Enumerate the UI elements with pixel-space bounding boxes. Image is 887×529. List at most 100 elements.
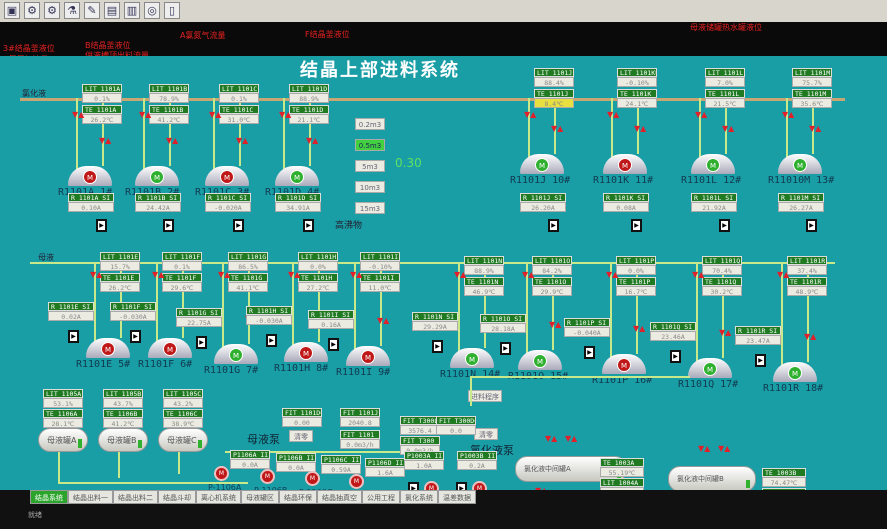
motor-icon[interactable]: M xyxy=(290,170,304,184)
valve-icon[interactable]: ▼▲ xyxy=(634,124,647,133)
gears-icon[interactable]: ⚙ xyxy=(24,2,40,19)
valve-icon[interactable]: ▼▲ xyxy=(698,444,711,453)
motor-starter-icon[interactable]: ▶ xyxy=(233,219,244,232)
valve-icon[interactable]: ▼▲ xyxy=(139,110,152,119)
motor-starter-icon[interactable]: ▶ xyxy=(719,219,730,232)
valve-icon[interactable]: ▼▲ xyxy=(209,110,222,119)
motor-starter-icon[interactable]: ▶ xyxy=(755,354,766,367)
reactor-8[interactable]: M xyxy=(86,338,130,358)
reactor-14[interactable]: M xyxy=(518,350,562,370)
tab-5[interactable]: 母液罐区 xyxy=(241,490,279,504)
tab-8[interactable]: 公用工程 xyxy=(362,490,400,504)
reactor-2[interactable]: M xyxy=(205,166,249,186)
motor-icon[interactable]: M xyxy=(533,354,547,368)
valve-icon[interactable]: ▼▲ xyxy=(377,316,390,325)
volume-button-10m3[interactable]: 10m3 xyxy=(355,181,385,193)
mother-tank-1[interactable]: 母液罐B xyxy=(98,428,148,452)
motor-icon[interactable]: M xyxy=(706,158,720,172)
reactor-10[interactable]: M xyxy=(214,344,258,364)
valve-icon[interactable]: ▼▲ xyxy=(288,270,301,279)
tools-icon[interactable]: ✎ xyxy=(84,2,100,19)
reactor-5[interactable]: M xyxy=(603,154,647,174)
reactor-9[interactable]: M xyxy=(148,338,192,358)
motor-icon[interactable]: M xyxy=(150,170,164,184)
motor-icon[interactable]: M xyxy=(220,170,234,184)
valve-icon[interactable]: ▼▲ xyxy=(236,136,249,145)
pump-P-1003B[interactable]: M xyxy=(472,481,487,490)
volume-button-0.2m3[interactable]: 0.2m3 xyxy=(355,118,385,130)
motor-icon[interactable]: M xyxy=(793,158,807,172)
motor-icon[interactable]: M xyxy=(83,170,97,184)
reactor-3[interactable]: M xyxy=(275,166,319,186)
tab-0[interactable]: 结晶系统 xyxy=(30,490,68,504)
mother-tank-0[interactable]: 母液罐A xyxy=(38,428,88,452)
valve-icon[interactable]: ▼▲ xyxy=(809,124,822,133)
motor-icon[interactable]: M xyxy=(229,348,243,362)
feed-program-button[interactable]: 进料程序 xyxy=(468,390,502,402)
valve-icon[interactable]: ▼▲ xyxy=(804,332,817,341)
valve-icon[interactable]: ▼▲ xyxy=(279,110,292,119)
reactor-13[interactable]: M xyxy=(450,348,494,368)
reset-mother-button[interactable]: 清零 xyxy=(289,430,313,442)
reactor-0[interactable]: M xyxy=(68,166,112,186)
tab-2[interactable]: 结晶出料二 xyxy=(113,490,158,504)
pump-P-1106A[interactable]: M xyxy=(214,466,229,481)
monitor-icon[interactable]: ▣ xyxy=(4,2,20,19)
reactor-16[interactable]: M xyxy=(688,358,732,378)
gears2-icon[interactable]: ⚙ xyxy=(44,2,60,19)
valve-icon[interactable]: ▼▲ xyxy=(454,270,467,279)
chloride-mid-tank-1[interactable]: 氯化液中间罐B xyxy=(668,466,756,490)
valve-icon[interactable]: ▼▲ xyxy=(72,110,85,119)
pump-P-1106C[interactable]: M xyxy=(305,471,320,486)
motor-starter-icon[interactable]: ▶ xyxy=(584,346,595,359)
motor-starter-icon[interactable]: ▶ xyxy=(303,219,314,232)
valve-icon[interactable]: ▼▲ xyxy=(549,320,562,329)
valve-icon[interactable]: ▼▲ xyxy=(633,324,646,333)
motor-starter-icon[interactable]: ▶ xyxy=(96,219,107,232)
pump-P-1106B[interactable]: M xyxy=(260,469,275,484)
motor-starter-icon[interactable]: ▶ xyxy=(500,342,511,355)
folder-icon[interactable]: ▤ xyxy=(104,2,120,19)
valve-icon[interactable]: ▼▲ xyxy=(218,270,231,279)
reset-chloride-button[interactable]: 清零 xyxy=(474,428,498,440)
motor-starter-icon[interactable]: ▶ xyxy=(548,219,559,232)
valve-icon[interactable]: ▼▲ xyxy=(522,270,535,279)
valve-icon[interactable]: ▼▲ xyxy=(535,487,547,491)
valve-icon[interactable]: ▼▲ xyxy=(306,136,319,145)
motor-icon[interactable]: M xyxy=(465,352,479,366)
motor-starter-icon[interactable]: ▶ xyxy=(432,340,443,353)
motor-starter-icon[interactable]: ▶ xyxy=(670,350,681,363)
motor-icon[interactable]: M xyxy=(361,350,375,364)
valve-icon[interactable]: ▼▲ xyxy=(524,110,537,119)
motor-starter-icon[interactable]: ▶ xyxy=(196,336,207,349)
pump-P-1003A[interactable]: M xyxy=(424,481,439,490)
tab-3[interactable]: 结晶斗却 xyxy=(158,490,196,504)
valve-icon[interactable]: ▼▲ xyxy=(695,110,708,119)
motor-starter-icon[interactable]: ▶ xyxy=(266,334,277,347)
mother-tank-2[interactable]: 母液罐C xyxy=(158,428,208,452)
motor-icon[interactable]: M xyxy=(617,358,631,372)
valve-icon[interactable]: ▼▲ xyxy=(718,444,731,453)
valve-icon[interactable]: ▼▲ xyxy=(565,434,578,443)
valve-icon[interactable]: ▼▲ xyxy=(99,136,112,145)
valve-icon[interactable]: ▼▲ xyxy=(722,124,735,133)
reactor-4[interactable]: M xyxy=(520,154,564,174)
flask-icon[interactable]: ⚗ xyxy=(64,2,80,19)
reactor-12[interactable]: M xyxy=(346,346,390,366)
motor-icon[interactable]: M xyxy=(618,158,632,172)
tab-9[interactable]: 氯化系统 xyxy=(400,490,438,504)
motor-icon[interactable]: M xyxy=(535,158,549,172)
volume-button-0.5m3[interactable]: 0.5m3 xyxy=(355,139,385,151)
motor-starter-icon[interactable]: ▶ xyxy=(631,219,642,232)
reactor-1[interactable]: M xyxy=(135,166,179,186)
motor-starter-icon[interactable]: ▶ xyxy=(408,482,419,490)
motor-starter-icon[interactable]: ▶ xyxy=(806,219,817,232)
valve-icon[interactable]: ▼▲ xyxy=(777,270,790,279)
valve-icon[interactable]: ▼▲ xyxy=(606,270,619,279)
reactor-15[interactable]: M xyxy=(602,354,646,374)
pump-P-1106D[interactable]: M xyxy=(349,474,364,489)
volume-button-15m3[interactable]: 15m3 xyxy=(355,202,385,214)
tab-6[interactable]: 结晶环保 xyxy=(279,490,317,504)
valve-icon[interactable]: ▼▲ xyxy=(350,270,363,279)
tab-4[interactable]: 离心机系统 xyxy=(196,490,241,504)
